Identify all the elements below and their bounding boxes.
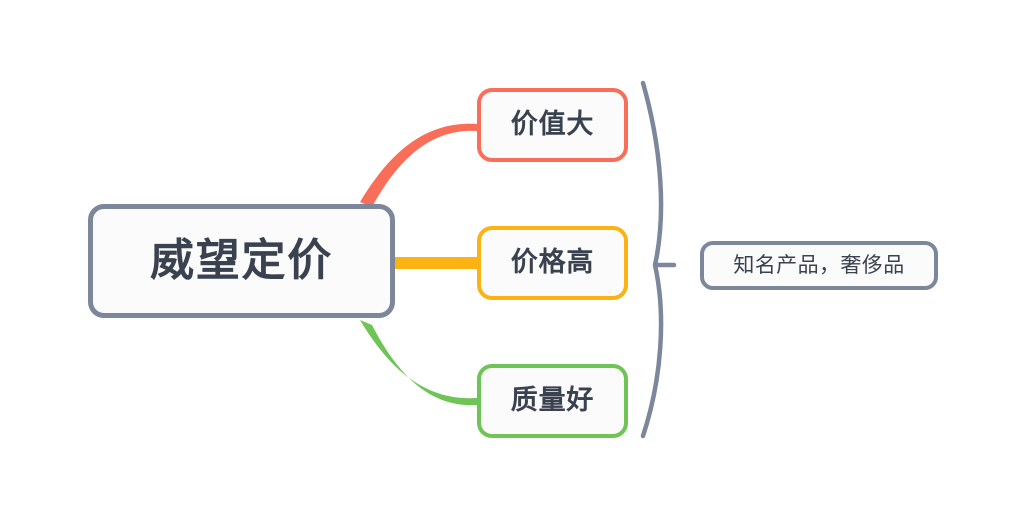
connector-curve-value xyxy=(360,123,477,207)
branch-node-price-label: 价格高 xyxy=(510,247,595,278)
summary-node-label: 知名产品，奢侈品 xyxy=(733,253,905,277)
brace-arc xyxy=(640,80,664,439)
connector-curve-quality xyxy=(360,320,477,406)
branch-node-price[interactable]: 价格高 xyxy=(477,226,628,300)
branch-node-quality-label: 质量好 xyxy=(510,385,595,416)
summary-node[interactable]: 知名产品，奢侈品 xyxy=(700,241,938,290)
connector-line-price xyxy=(393,257,478,269)
branch-node-quality[interactable]: 质量好 xyxy=(477,364,628,438)
branch-node-value[interactable]: 价值大 xyxy=(477,88,628,162)
root-node-label: 威望定价 xyxy=(149,235,334,285)
branch-node-value-label: 价值大 xyxy=(510,109,595,140)
root-node[interactable]: 威望定价 xyxy=(88,204,395,318)
